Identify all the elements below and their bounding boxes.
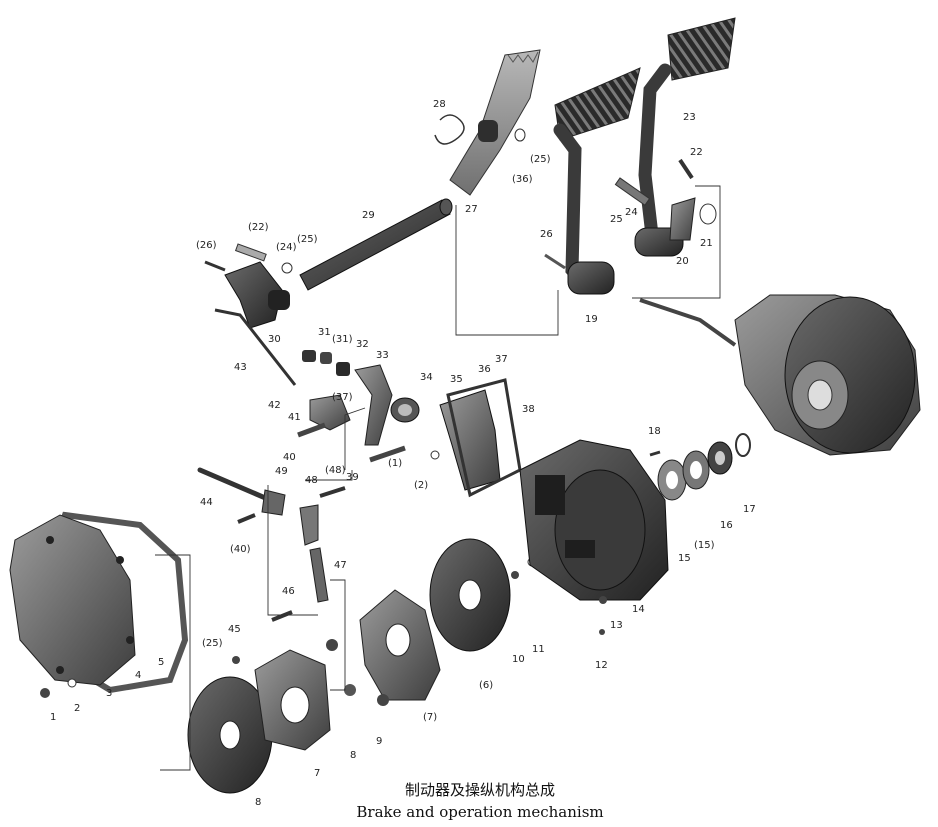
callout-23: 23 xyxy=(683,112,696,123)
ratchet-quadrant xyxy=(434,49,541,196)
callout-18: 18 xyxy=(648,426,661,437)
callout-33: 33 xyxy=(376,350,389,361)
callout-1: 1 xyxy=(50,712,56,723)
callout-21: 21 xyxy=(700,238,713,249)
callout-30: 30 xyxy=(268,334,281,345)
callout-6: (6) xyxy=(479,680,493,691)
callout-31: 31 xyxy=(318,327,331,338)
callout-25b: (25) xyxy=(297,234,318,245)
callout-7: 7 xyxy=(314,768,320,779)
callout-22: 22 xyxy=(690,147,703,158)
callout-26b: (26) xyxy=(196,240,217,251)
callout-5: 5 xyxy=(158,657,164,668)
callout-13: 13 xyxy=(610,620,623,631)
callout-25d: (25) xyxy=(530,154,551,165)
callout-47: 47 xyxy=(334,560,347,571)
callout-26: 26 xyxy=(540,229,553,240)
callout-39: 39 xyxy=(346,472,359,483)
callout-44: 44 xyxy=(200,497,213,508)
callout-8b: 8 xyxy=(350,750,356,761)
callout-labels: 1 2 3 4 5 (6) 7 (7) 8 8 9 10 11 12 13 14… xyxy=(50,99,756,808)
brake-discs xyxy=(187,538,537,794)
callout-46: 46 xyxy=(282,586,295,597)
callout-41: 41 xyxy=(288,412,301,423)
callout-3: 3 xyxy=(106,688,112,699)
callout-40: 40 xyxy=(283,452,296,463)
callout-45: 45 xyxy=(228,624,241,635)
callout-37: 37 xyxy=(495,354,508,365)
callout-31b: (31) xyxy=(332,334,353,345)
caption-chinese: 制动器及操纵机构总成 xyxy=(405,781,555,799)
callout-48b: (48) xyxy=(325,465,346,476)
callout-15b: (15) xyxy=(694,540,715,551)
callout-24: 24 xyxy=(625,207,638,218)
brake-housing xyxy=(519,433,751,635)
callout-4: 4 xyxy=(135,670,141,681)
callout-32: 32 xyxy=(356,339,369,350)
callout-8: 8 xyxy=(255,797,261,808)
callout-14: 14 xyxy=(632,604,645,615)
callout-12: 12 xyxy=(595,660,608,671)
caption-english: Brake and operation mechanism xyxy=(356,803,603,821)
callout-24b: (24) xyxy=(276,242,297,253)
callout-11: 11 xyxy=(532,644,545,655)
callout-36: 36 xyxy=(478,364,491,375)
cross-shaft xyxy=(204,198,453,386)
pedal-assembly xyxy=(544,17,736,295)
callout-17: 17 xyxy=(743,504,756,515)
callout-37b: (37) xyxy=(332,392,353,403)
callout-35: 35 xyxy=(450,374,463,385)
callout-40b: (40) xyxy=(230,544,251,555)
assembly-frames xyxy=(155,185,721,771)
callout-10: 10 xyxy=(512,654,525,665)
callout-28: 28 xyxy=(433,99,446,110)
callout-25: 25 xyxy=(610,214,623,225)
callout-25c: (25) xyxy=(202,638,223,649)
callout-9: 9 xyxy=(376,736,382,747)
callout-2: 2 xyxy=(74,703,80,714)
callout-29: 29 xyxy=(362,210,375,221)
callout-2b: (2) xyxy=(414,480,428,491)
callout-36b: (36) xyxy=(512,174,533,185)
callout-38: 38 xyxy=(522,404,535,415)
callout-19: 19 xyxy=(585,314,598,325)
callout-7b: (7) xyxy=(423,712,437,723)
callout-49: 49 xyxy=(275,466,288,477)
callout-27: 27 xyxy=(465,204,478,215)
cover-and-gasket xyxy=(9,511,189,698)
callout-48: 48 xyxy=(305,475,318,486)
callout-42: 42 xyxy=(268,400,281,411)
callout-34: 34 xyxy=(420,372,433,383)
callout-20: 20 xyxy=(676,256,689,267)
callout-22b: (22) xyxy=(248,222,269,233)
callout-1b: (1) xyxy=(388,458,402,469)
callout-43: 43 xyxy=(234,362,247,373)
callout-15: 15 xyxy=(678,553,691,564)
lower-linkage xyxy=(197,467,346,622)
callout-16: 16 xyxy=(720,520,733,531)
final-drive-housing xyxy=(639,294,921,456)
